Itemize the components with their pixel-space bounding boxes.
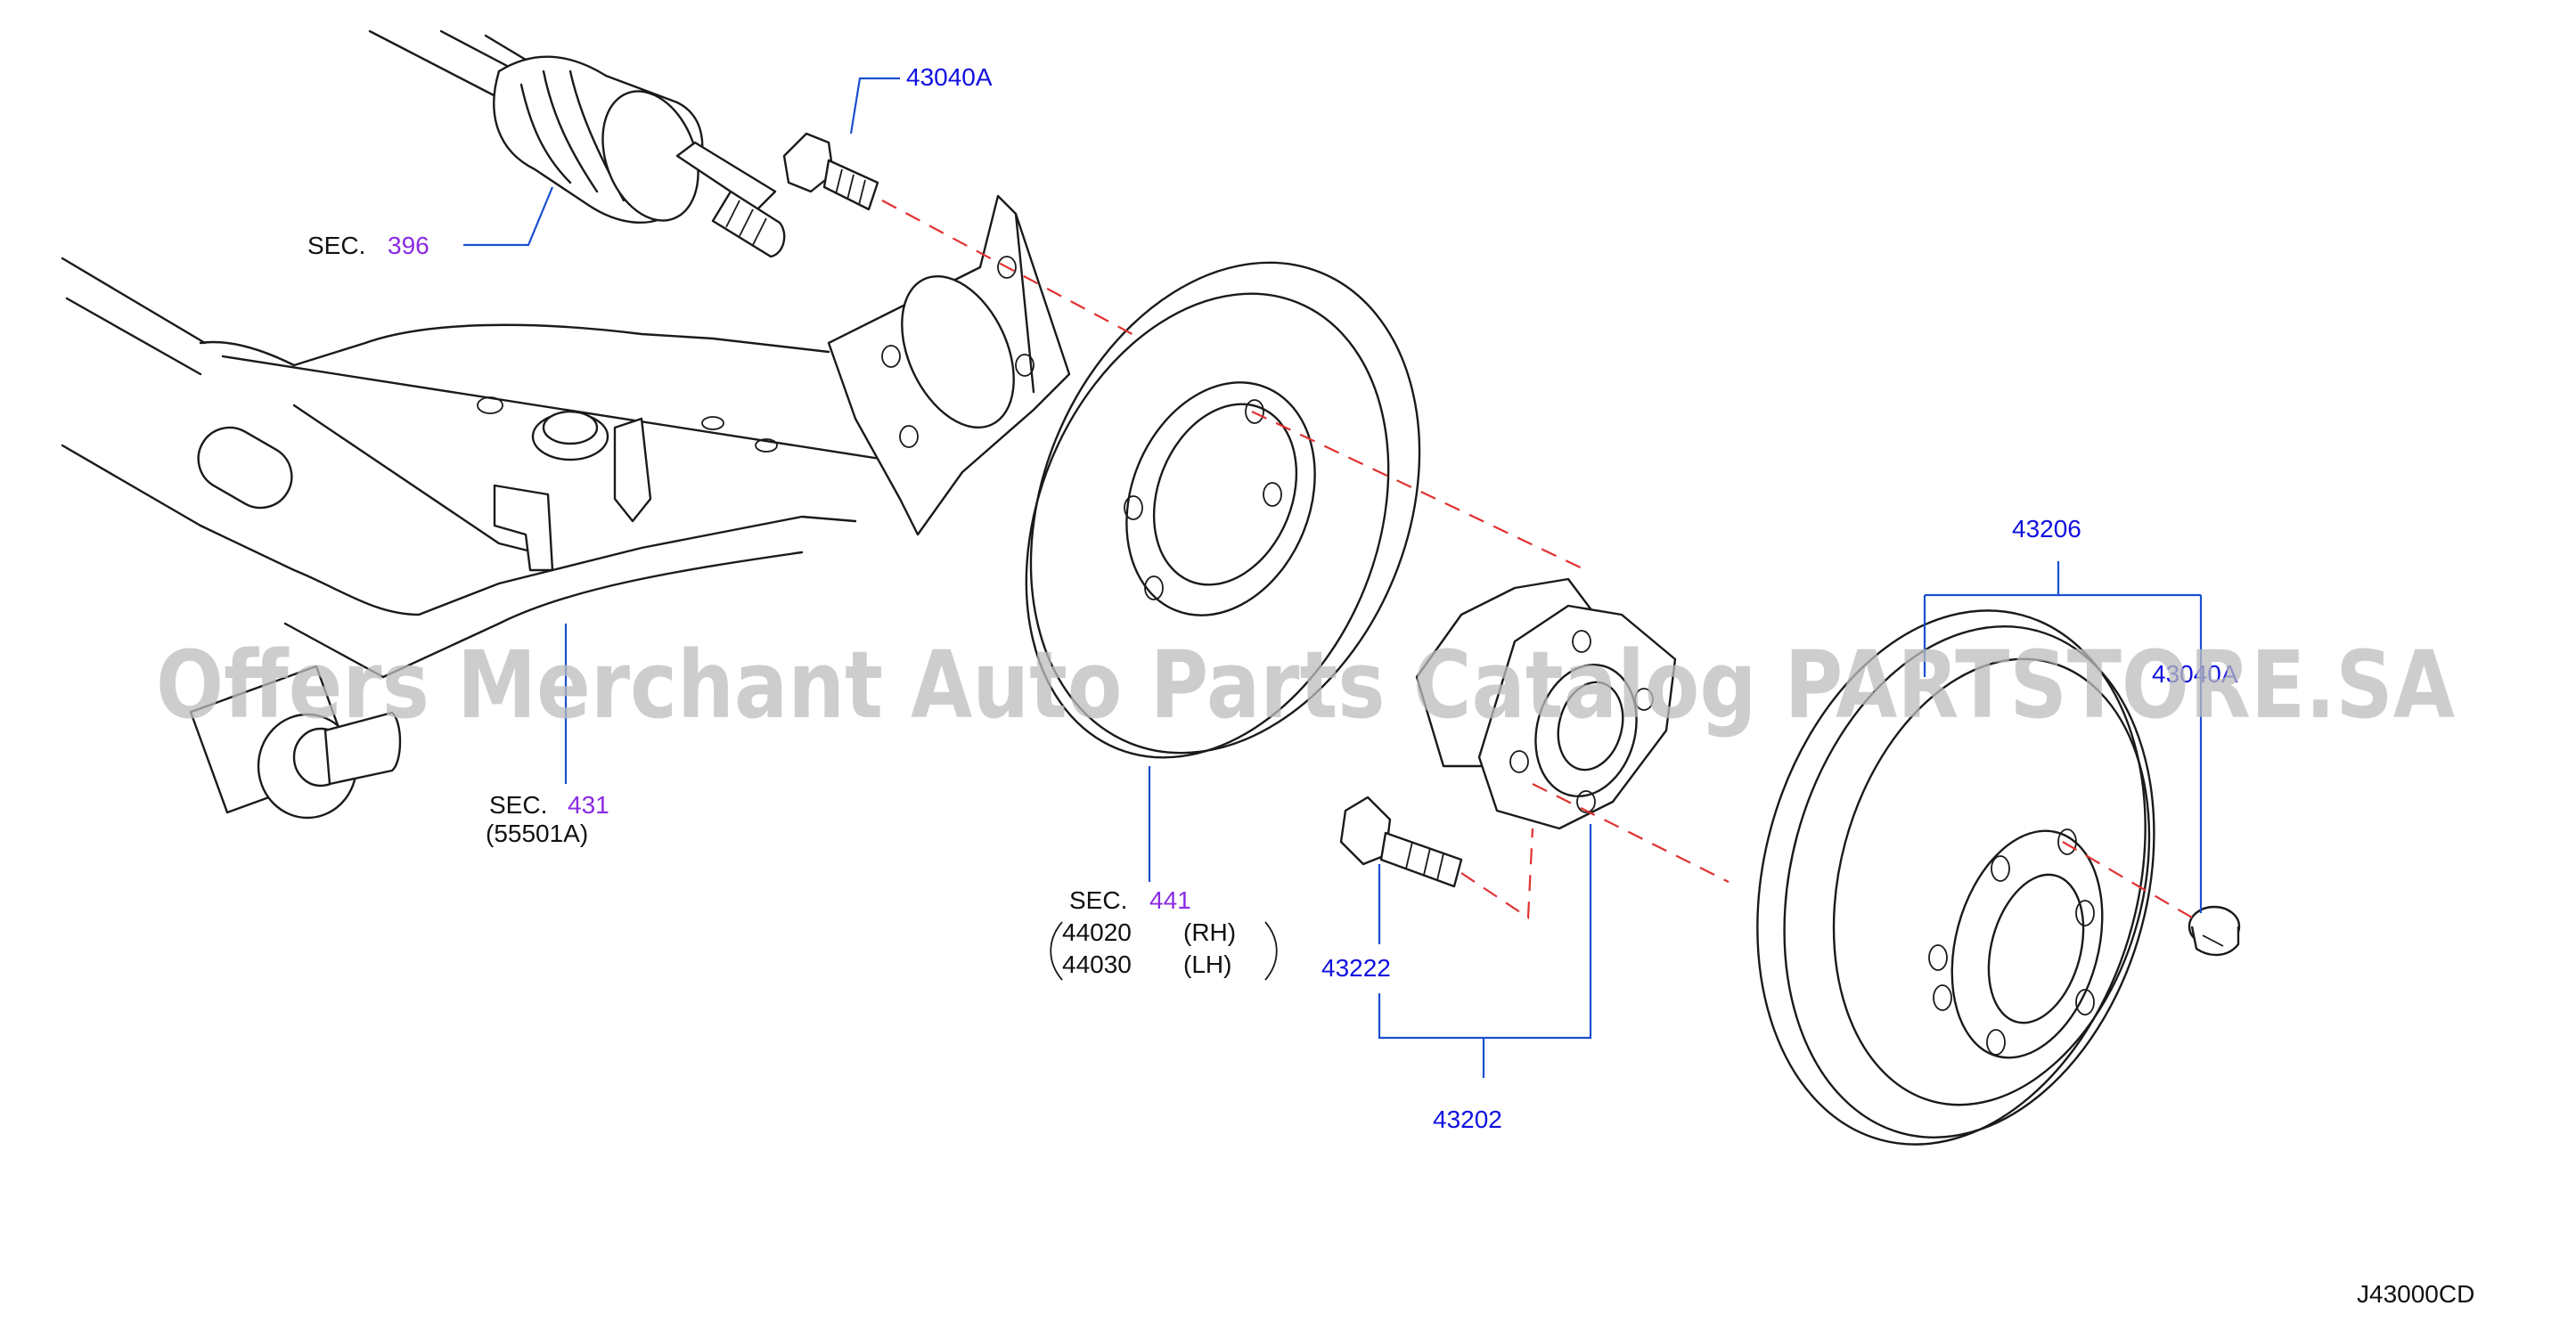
label-44020-side: (RH): [1183, 918, 1236, 946]
label-44020: 44020: [1062, 918, 1132, 946]
label-43202: 43202: [1433, 1106, 1502, 1133]
mount-plate-drawing: [827, 194, 1071, 536]
label-44030-side: (LH): [1183, 951, 1231, 978]
label-sec-396-number: 396: [388, 232, 429, 259]
centerlines: [881, 200, 2193, 919]
label-44030: 44030: [1062, 951, 1132, 978]
label-sec-431-sub: (55501A): [486, 820, 588, 847]
brake-drum-drawing: [1756, 609, 2155, 1146]
diagram-code: J43000CD: [2357, 1280, 2474, 1308]
label-sec-441-number: 441: [1149, 886, 1191, 914]
axle-beam-drawing: [61, 257, 911, 820]
label-43206: 43206: [2012, 515, 2081, 543]
label-43222: 43222: [1321, 954, 1391, 982]
leader-lines: [463, 77, 2203, 1078]
label-sec-431-number: 431: [568, 791, 609, 819]
bracket-right: [1264, 921, 1278, 981]
hub-bearing-drawing: [1415, 577, 1677, 830]
cap-drawing: [2188, 905, 2241, 957]
label-43040a: 43040A: [906, 63, 993, 91]
watermark-text: Offers Merchant Auto Parts Catalog PARTS…: [156, 631, 2455, 739]
bolt-43040a-drawing: [782, 132, 879, 211]
label-sec-441-prefix: SEC.: [1069, 886, 1127, 914]
hub-bolt-43222-drawing: [1339, 796, 1463, 888]
label-sec-431-prefix: SEC.: [489, 791, 547, 819]
label-cap: 43040A: [2152, 660, 2238, 688]
brake-backing-plate-drawing: [1025, 261, 1421, 759]
bracket-left: [1050, 921, 1063, 981]
label-sec-396-prefix: SEC.: [307, 232, 365, 259]
drive-shaft-drawing: [368, 29, 786, 258]
